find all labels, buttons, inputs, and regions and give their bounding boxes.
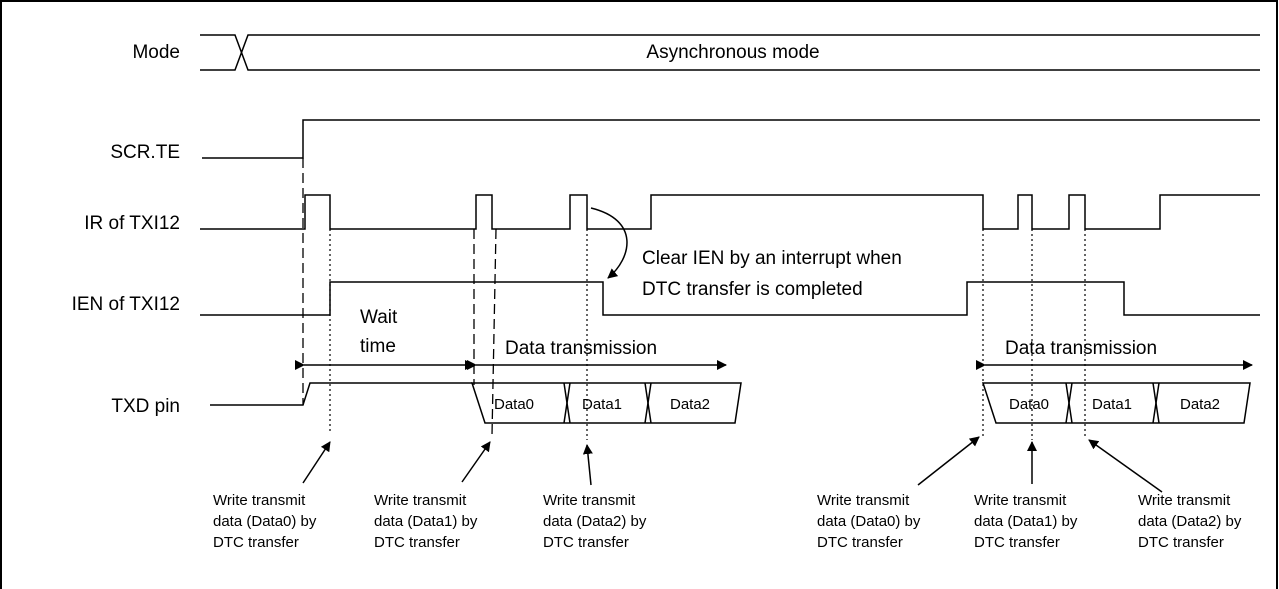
note-write-data2: Write transmit data (Data2) by DTC trans… <box>1138 492 1246 551</box>
data-transmission-label: Data transmission <box>1005 338 1157 359</box>
signal-label-txd-pin: TXD pin <box>111 396 180 417</box>
dashed-guides <box>302 158 497 436</box>
signal-label-mode: Mode <box>132 42 180 63</box>
mode-value: Asynchronous mode <box>646 42 819 63</box>
txd-waveform <box>210 382 1251 424</box>
note-write-data2: Write transmit data (Data2) by DTC trans… <box>543 492 651 551</box>
signal-label-ir-txi12: IR of TXI12 <box>84 213 180 234</box>
scr-te-waveform <box>202 119 1260 159</box>
clear-ien-annotation-line1: Clear IEN by an interrupt when <box>642 248 902 269</box>
wait-time-label-line2: time <box>360 336 396 357</box>
dotted-guides <box>329 229 1086 440</box>
signal-label-scr-te: SCR.TE <box>110 142 180 163</box>
note-write-data0: Write transmit data (Data0) by DTC trans… <box>213 492 321 551</box>
note-arrows <box>302 436 1163 493</box>
ir-txi12-waveform <box>200 194 1260 230</box>
note-write-data1: Write transmit data (Data1) by DTC trans… <box>974 492 1082 551</box>
txd-frame-data0: Data0 <box>494 396 534 413</box>
txd-frame-data2: Data2 <box>1180 396 1220 413</box>
clear-ien-arrow <box>590 207 628 279</box>
wait-time-label-line1: Wait <box>360 307 398 328</box>
note-write-data1: Write transmit data (Data1) by DTC trans… <box>374 492 482 551</box>
ien-txi12-waveform <box>200 281 1260 316</box>
txd-frame-data0: Data0 <box>1009 396 1049 413</box>
signal-label-ien-txi12: IEN of TXI12 <box>72 294 180 315</box>
txd-frame-data2: Data2 <box>670 396 710 413</box>
clear-ien-annotation-line2: DTC transfer is completed <box>642 279 863 300</box>
note-write-data0: Write transmit data (Data0) by DTC trans… <box>817 492 925 551</box>
txd-frame-data1: Data1 <box>1092 396 1132 413</box>
data-transmission-label: Data transmission <box>505 338 657 359</box>
mode-waveform <box>200 34 1260 71</box>
txd-frame-data1: Data1 <box>582 396 622 413</box>
